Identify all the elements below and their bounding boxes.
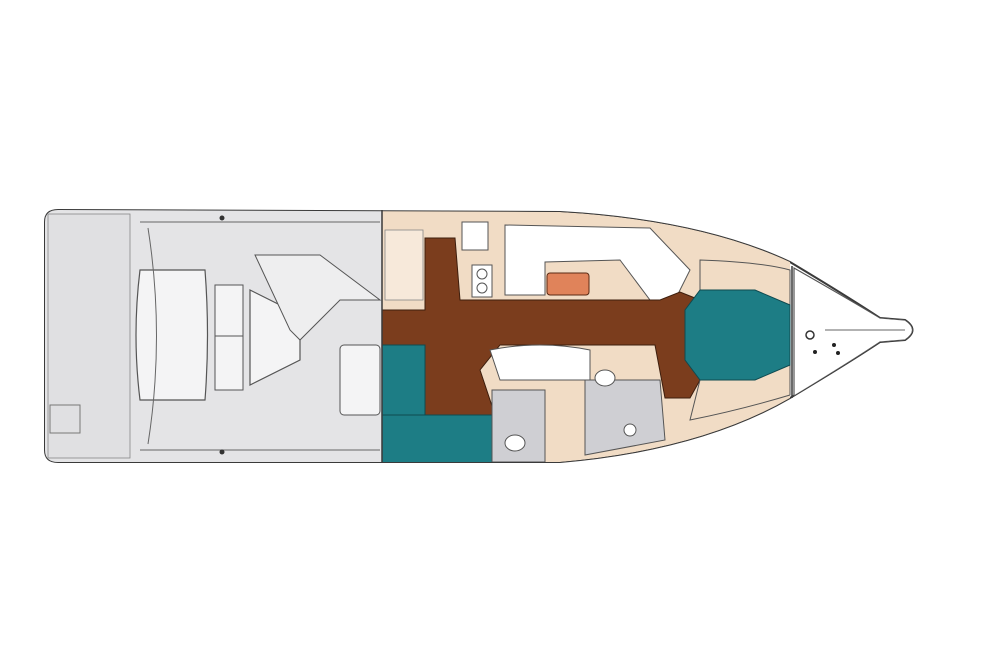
toilet-icon xyxy=(594,369,616,387)
cockpit-rail xyxy=(140,221,380,451)
helm-console xyxy=(254,254,382,341)
midship-berth-lower xyxy=(381,414,493,462)
anchor-windlass-icon xyxy=(805,330,815,340)
cockpit-table xyxy=(214,284,244,391)
companion-seat xyxy=(339,344,381,416)
stove xyxy=(471,264,493,298)
v-berth xyxy=(684,289,791,381)
dinette-table xyxy=(546,272,590,296)
aft-head xyxy=(491,389,546,462)
forward-head xyxy=(584,379,666,456)
swim-platform xyxy=(47,213,131,459)
toilet-icon xyxy=(504,434,526,452)
sink-icon xyxy=(623,423,637,437)
transom-seat xyxy=(135,269,209,401)
sink xyxy=(461,221,489,251)
galley-counter xyxy=(504,224,691,301)
hatch xyxy=(49,404,81,434)
settee xyxy=(489,344,591,381)
pantry xyxy=(384,229,424,301)
